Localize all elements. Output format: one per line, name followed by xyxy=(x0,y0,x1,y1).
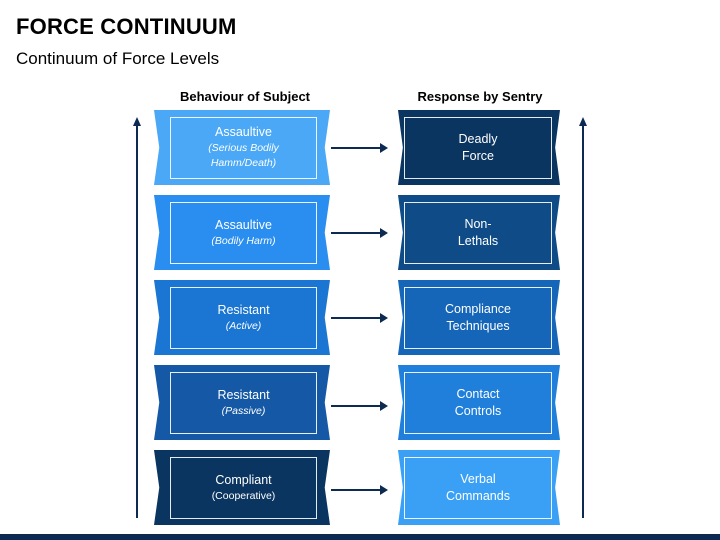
arrow-up-icon xyxy=(133,117,141,126)
behaviour-box: Resistant (Active) xyxy=(170,287,317,349)
left-escalation-line xyxy=(136,124,138,518)
behaviour-box-shape xyxy=(154,365,330,440)
behaviour-note: Hamm/Death) xyxy=(210,157,277,170)
right-arrow-icon xyxy=(331,313,388,323)
behaviour-label: Assaultive xyxy=(215,125,272,140)
behaviour-note: (Serious Bodily xyxy=(208,142,279,155)
response-line: Lethals xyxy=(457,234,499,248)
response-box: Non- Lethals xyxy=(404,202,552,264)
response-box: Verbal Commands xyxy=(404,457,552,519)
behaviour-box-shape xyxy=(154,110,330,185)
response-line: Contact xyxy=(456,387,500,402)
right-arrow-icon xyxy=(331,401,388,411)
response-column-header: Response by Sentry xyxy=(417,89,543,104)
behaviour-box-shape xyxy=(154,450,330,525)
response-line: Non- xyxy=(464,217,492,232)
behaviour-box: Assaultive (Serious Bodily Hamm/Death) xyxy=(170,117,317,179)
response-line: Techniques xyxy=(446,319,510,333)
right-arrow-icon xyxy=(331,485,388,495)
behaviour-label: Resistant xyxy=(217,302,270,317)
arrow-up-icon xyxy=(579,117,587,126)
response-box-shape xyxy=(398,450,560,525)
response-line: Verbal xyxy=(460,472,496,487)
behaviour-box-shape xyxy=(154,195,330,270)
response-box-shape xyxy=(398,195,560,270)
behaviour-label: Resistant xyxy=(217,387,270,402)
right-arrow-icon xyxy=(331,228,388,238)
behaviour-note: (Passive) xyxy=(221,404,266,417)
response-box-shape xyxy=(398,280,560,355)
response-line: Compliance xyxy=(444,302,511,317)
response-box-shape xyxy=(398,110,560,185)
behaviour-label: Compliant xyxy=(215,472,272,487)
page-subtitle: Continuum of Force Levels xyxy=(16,49,220,68)
response-line: Force xyxy=(462,149,494,163)
behaviour-box: Resistant (Passive) xyxy=(170,372,317,434)
response-box: Contact Controls xyxy=(404,372,552,434)
behaviour-box: Assaultive (Bodily Harm) xyxy=(170,202,317,264)
response-line: Commands xyxy=(446,489,510,503)
behaviour-column-header: Behaviour of Subject xyxy=(179,89,311,104)
behaviour-note: (Active) xyxy=(225,319,262,332)
behaviour-note: (Cooperative) xyxy=(211,489,276,502)
right-escalation-line xyxy=(582,124,584,518)
behaviour-note: (Bodily Harm) xyxy=(211,234,276,247)
behaviour-box: Compliant (Cooperative) xyxy=(170,457,317,519)
response-box: Compliance Techniques xyxy=(404,287,552,349)
response-line: Controls xyxy=(454,404,502,418)
response-box: Deadly Force xyxy=(404,117,552,179)
behaviour-label: Assaultive xyxy=(215,217,272,232)
right-arrow-icon xyxy=(331,143,388,153)
page-title: FORCE CONTINUUM xyxy=(16,14,237,39)
response-line: Deadly xyxy=(458,132,498,147)
response-box-shape xyxy=(398,365,560,440)
behaviour-box-shape xyxy=(154,280,330,355)
bottom-accent-bar xyxy=(0,534,720,540)
